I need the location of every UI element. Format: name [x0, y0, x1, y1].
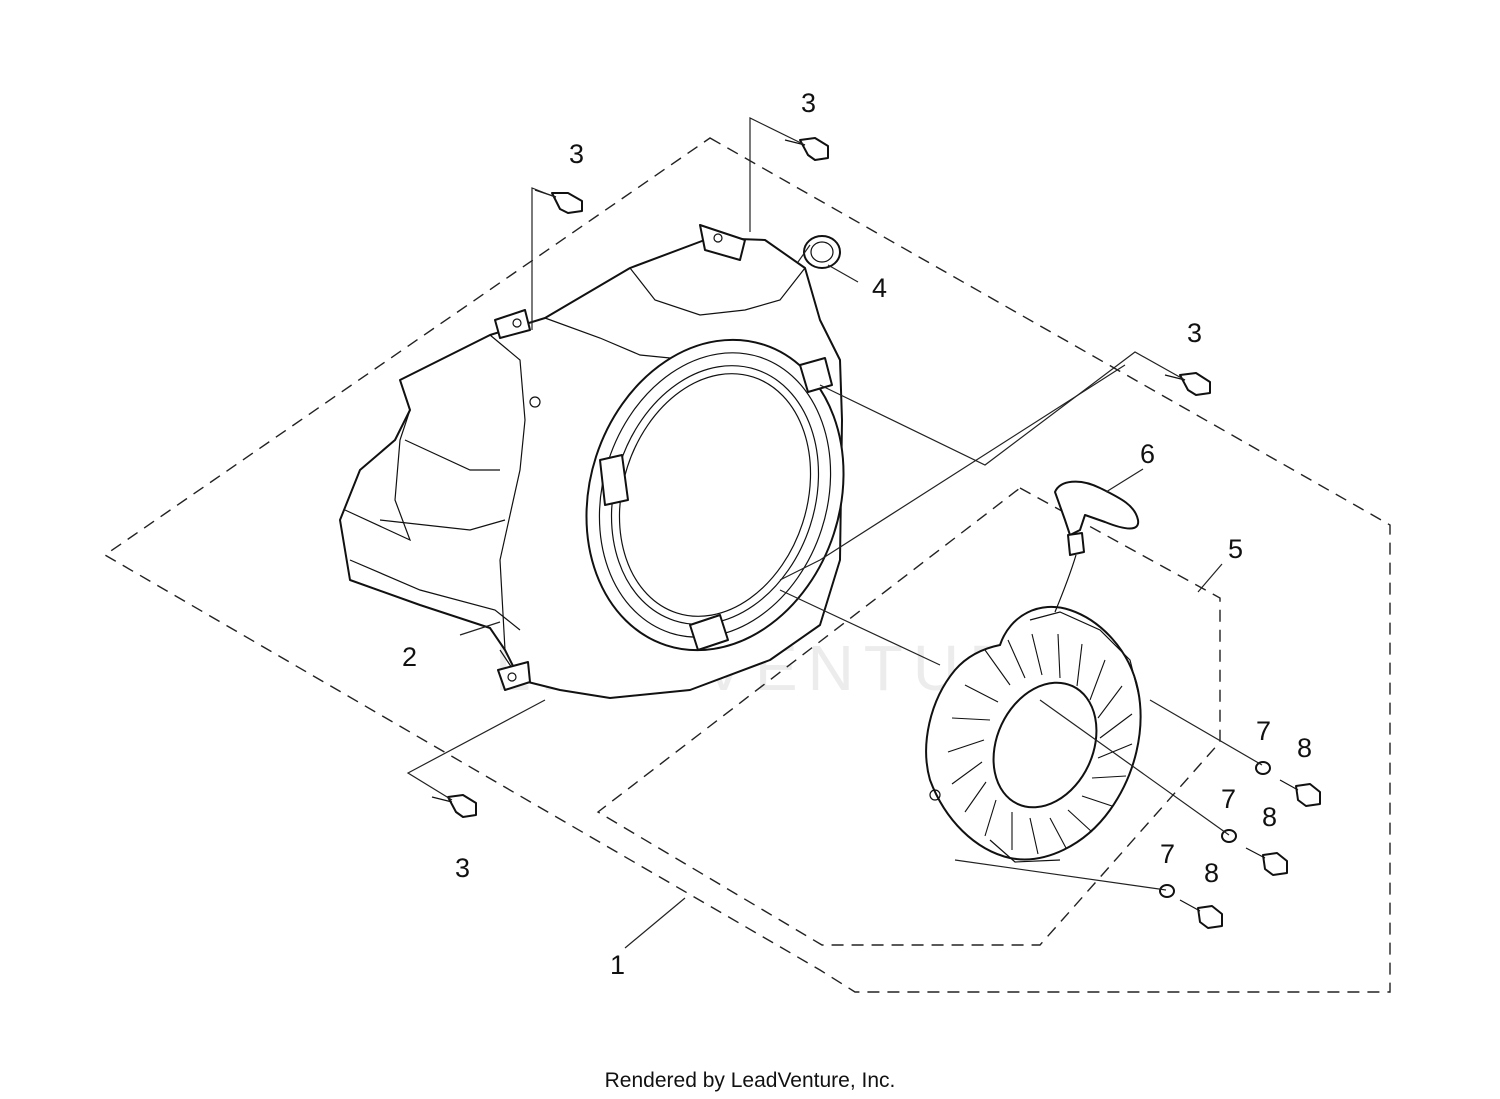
- render-credit: Rendered by LeadVenture, Inc.: [605, 1069, 896, 1092]
- starter-fins: [947, 633, 1133, 855]
- bolt-3-bottom: [431, 794, 477, 818]
- callout-6: 6: [1140, 439, 1155, 469]
- assembly-1-boundary: [103, 137, 1391, 993]
- grommet-part: [803, 235, 841, 269]
- bolt-8-c: [1179, 899, 1223, 929]
- callout-3-top: 3: [801, 88, 816, 118]
- callout-7-c: 7: [1160, 839, 1175, 869]
- callout-5: 5: [1228, 534, 1243, 564]
- callout-3-right: 3: [1187, 318, 1202, 348]
- washer-7-a: [1255, 761, 1271, 775]
- callout-7-b: 7: [1221, 784, 1236, 814]
- washer-7-c: [1159, 884, 1175, 898]
- bolt-3-top: [784, 137, 829, 161]
- leader-lines: [406, 117, 1263, 949]
- callout-3-top-left: 3: [569, 139, 584, 169]
- callout-3-bottom: 3: [455, 853, 470, 883]
- bolt-3-right: [1164, 372, 1211, 396]
- callout-8-b: 8: [1262, 802, 1277, 832]
- bolt-8-a: [1279, 779, 1321, 807]
- callout-4: 4: [872, 273, 887, 303]
- starter-handle: [1054, 480, 1140, 613]
- callout-7-a: 7: [1256, 716, 1271, 746]
- callout-8-a: 8: [1297, 733, 1312, 763]
- callout-2: 2: [402, 642, 417, 672]
- bolt-3-top-left: [534, 189, 583, 214]
- bolt-8-b: [1245, 847, 1288, 876]
- callout-1: 1: [610, 950, 625, 980]
- recoil-starter: [925, 605, 1142, 863]
- fan-shroud: [339, 224, 845, 699]
- assembly-5-boundary: [596, 487, 1221, 946]
- callout-8-c: 8: [1204, 858, 1219, 888]
